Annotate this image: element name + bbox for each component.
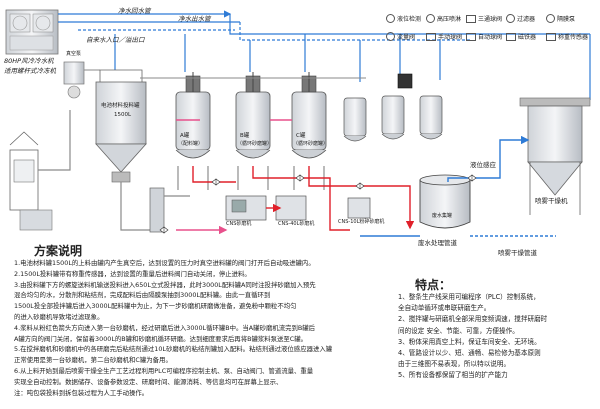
liquid-level-icon xyxy=(386,14,395,23)
label-feed-tank: 电池材料投料罐 xyxy=(101,103,140,109)
legend-item-liquid-level: 液位检测 xyxy=(386,14,421,23)
legend-item-manual-valve: 手动球阀 xyxy=(426,32,462,41)
vacuum-pump xyxy=(63,61,100,99)
tank-c xyxy=(291,72,327,190)
label-clean-water-inlet: 自来水入口／溢出口 xyxy=(86,36,145,44)
plan-line: A罐方向的阀门关闭，保留着3000L的B罐和砂磨机循环研磨。达到细度要求后再将B… xyxy=(14,334,308,343)
plan-line: 正常使用是第一台砂磨机，第二台砂磨机和C罐为备用。 xyxy=(14,356,172,365)
auto-valve-icon xyxy=(466,32,476,41)
spray-dryer xyxy=(519,97,591,215)
waste-collection-tank xyxy=(419,174,471,229)
feature-line: 4、管路设计以少、短、通畅、易检修为基本原则 xyxy=(398,349,541,358)
tank-a xyxy=(175,72,211,190)
plan-line: 6.从上料开始到最后喷雾干燥全生产工艺过程利用PLC可编程序控制主机、泵、自动阀… xyxy=(14,366,314,375)
label-tank-a: A罐 xyxy=(180,133,190,139)
legend-item-load-cell: 称重传感器 xyxy=(546,32,588,41)
legend-item-high-pressure-spray: 高压喷淋 xyxy=(426,14,461,23)
plan-description: 1.电池材料罐1500L的上料由罐内产生真空后，达到设置的压力时真空进料罐的阀门… xyxy=(14,258,384,398)
plan-line: 实现全自动控制。数据储存、设备参数设定、研磨时间、能源消耗、等信息均可在屏幕上显… xyxy=(14,377,283,386)
label-cold-water-return: 净水回水管 xyxy=(118,7,151,15)
label-mill-1: CNS砂磨机 xyxy=(226,221,252,227)
spray-icon xyxy=(426,14,435,23)
label-vacuum-pump: 真空泵 xyxy=(66,51,82,57)
features-title: 特点： xyxy=(415,278,452,292)
small-tanks xyxy=(343,73,443,142)
label-mill-2: CNS-40L砂磨机 xyxy=(278,221,315,227)
plan-line: 4.浆料从粉红色箭头方向进入第一台砂磨机，经过研磨后进入3000L循环罐B中。当… xyxy=(14,323,316,332)
feature-line: 1、整条生产线采用可编程序（PLC）控制系统， xyxy=(398,293,540,301)
valves xyxy=(159,174,477,234)
mill-units xyxy=(225,195,371,221)
chiller-unit xyxy=(5,9,59,55)
label-tank-b: B罐 xyxy=(240,133,250,139)
legend-item-magnet: 磁铁器 xyxy=(506,32,536,41)
tank-b xyxy=(235,72,271,190)
load-cell-icon xyxy=(546,32,556,41)
magnet-icon xyxy=(506,32,516,41)
manual-valve-icon xyxy=(426,32,436,41)
plan-line: 混合均匀的水，分散剂和粘结剂，完成配料后由隔膜泵抽到3000L配料罐。由此一直循… xyxy=(14,291,271,300)
legend-item-auto-valve: 自动球阀 xyxy=(466,32,502,41)
legend-item-flow-valve: 流量阀 xyxy=(386,32,415,41)
legend-item-three-way-valve: 三通球阀 xyxy=(466,14,502,23)
label-tank-b-sub: （循环砂磨罐） xyxy=(237,141,273,147)
feature-line: 5、所有设备都保留了相当的扩产能力 xyxy=(398,371,508,380)
label-waste-pipe: 废水处理管道 xyxy=(418,239,457,247)
plan-line: 3.由投料罐下方的螺旋送料机输送投料进入650L立式投拌器，此时3000L配料罐… xyxy=(14,280,316,289)
label-liquid-sensor: 液位感应 xyxy=(470,161,496,169)
label-spray-dryer-line: 喷雾干燥管道 xyxy=(498,249,537,257)
legend-item-diaphragm-pump: 隔膜泵 xyxy=(546,14,575,23)
plan-line: 注：吨包袋投料到拆包装过程为人工手动操作。 xyxy=(14,388,149,397)
features-list: 1、整条生产线采用可编程序（PLC）控制系统， 全自动单循环或串联研磨生产。 2、… xyxy=(398,292,594,382)
feed-tank xyxy=(95,69,150,231)
label-chiller-sub: 适用螺杆式冷冻机 xyxy=(4,67,56,75)
plan-line: 1500L投全部投拌罐后进入3000L配料罐中为止，为下一步砂磨机研磨做准备，避… xyxy=(14,302,297,311)
flow-valve-icon xyxy=(386,32,395,41)
label-chiller: 80HP风冷冷水机 xyxy=(4,57,54,65)
plan-title: 方案说明 xyxy=(34,244,83,258)
label-spray-dryer: 喷雾干燥机 xyxy=(535,197,568,205)
screw-feeder xyxy=(149,187,190,233)
label-feed-tank-volume: 1500L xyxy=(114,112,132,118)
plan-line: 的进入砂磨机导致堵过滤现象。 xyxy=(14,312,104,321)
label-tank-a-sub: （配料罐） xyxy=(178,141,204,147)
feature-line: 2、搅拌罐与研磨机全部采用变频调速，搅拌研磨时 xyxy=(398,315,548,324)
feature-line: 3、粉体采用真空上料，保证车间安全、无环境。 xyxy=(398,337,541,346)
water-pipes xyxy=(58,10,591,100)
label-cold-water-supply: 净水出水管 xyxy=(178,15,211,23)
label-mill-3: CNS-10L粉碎砂磨机 xyxy=(338,219,385,225)
label-waste-tank: 废水集罐 xyxy=(432,213,453,219)
plan-line: 1.电池材料罐1500L的上料由罐内产生真空后，达到设置的压力时真空进料罐的阀门… xyxy=(14,259,315,267)
legend-item-filter: 过滤器 xyxy=(506,14,535,23)
feature-line: 全自动单循环或串联研磨生产。 xyxy=(398,304,491,313)
plan-line: 5.在搅拌磨机和砂磨机中的各研磨完后粘结剂通过10L砂磨机的粘结剂罐加入配料。粘… xyxy=(14,345,333,354)
bag-station xyxy=(9,110,71,231)
plan-line: 2.1500L投料罐带有称重传感器，达到设置的重量后进料阀门自动关闭，停止进料。 xyxy=(14,269,251,278)
feature-line: 由于三维图不易表现，所以特以说明。 xyxy=(398,360,511,369)
three-way-valve-icon xyxy=(466,14,476,23)
feature-line: 间的设定 安全、节能、可靠，方便操作。 xyxy=(398,326,519,335)
filter-icon xyxy=(506,14,515,23)
label-tank-c-sub: （循环砂磨罐） xyxy=(293,141,329,147)
label-tank-c: C罐 xyxy=(296,133,306,139)
pump-icon xyxy=(546,14,555,23)
